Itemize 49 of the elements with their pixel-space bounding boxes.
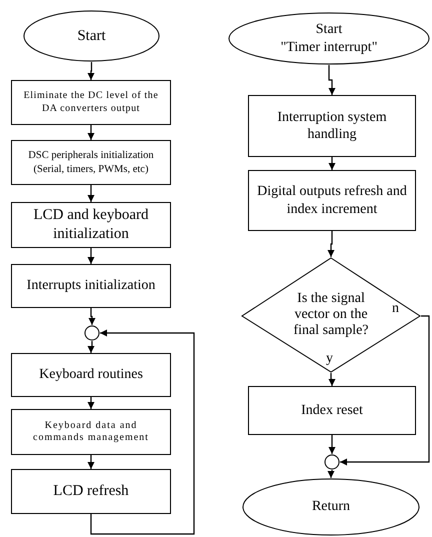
process-box [11, 80, 171, 125]
arrow [340, 315, 430, 466]
process-box [11, 202, 171, 248]
process-box [11, 264, 171, 308]
node-text: Is the signal vector on the final sample? [292, 290, 370, 340]
terminal-ellipse [242, 478, 420, 536]
arrow [88, 185, 94, 202]
node-text: Digital outputs refresh and index increment [256, 183, 408, 218]
node-text: Start [314, 21, 344, 38]
arrow [88, 308, 96, 325]
node-text: "Timer interrupt" [280, 38, 378, 56]
arrow [328, 157, 336, 170]
arrow [328, 470, 334, 478]
node-text: Keyboard routines [38, 366, 144, 384]
process-box [248, 386, 416, 435]
node-text: Index reset [300, 402, 364, 420]
arrow [88, 397, 94, 409]
arrow [90, 330, 195, 535]
decision-diamond [241, 257, 421, 373]
arrow [328, 231, 334, 257]
node-text: Return [310, 498, 352, 516]
arrow [88, 125, 94, 140]
node-text: LCD and keyboard initialization [32, 206, 150, 244]
process-box [11, 353, 171, 397]
node-text: Start [76, 26, 107, 46]
arrow [88, 248, 94, 264]
process-box [11, 409, 171, 455]
edge-label: n [392, 302, 399, 316]
edge-label: y [326, 352, 333, 366]
node-text: DSC peripherals initialization (Serial, timers, PWMs, etc) [27, 149, 155, 176]
arrow [88, 62, 94, 80]
node-text: LCD refresh [52, 482, 130, 501]
junction-circle [324, 454, 340, 470]
process-box [248, 170, 416, 231]
arrow [328, 435, 336, 454]
terminal-ellipse [23, 10, 160, 62]
arrow [88, 341, 94, 353]
terminal-ellipse [228, 12, 430, 65]
junction-circle [84, 325, 100, 341]
process-box [11, 469, 171, 514]
node-text: Interrupts initialization [26, 277, 156, 295]
node-text: Keyboard data and commands management [32, 420, 150, 444]
arrow [328, 65, 336, 95]
arrow [88, 455, 94, 469]
arrow [328, 373, 336, 386]
node-text: Interruption system handling [276, 108, 388, 144]
node-text: Eliminate the DC level of the DA converters output [22, 90, 160, 115]
process-box [11, 140, 171, 185]
process-box [248, 95, 416, 157]
